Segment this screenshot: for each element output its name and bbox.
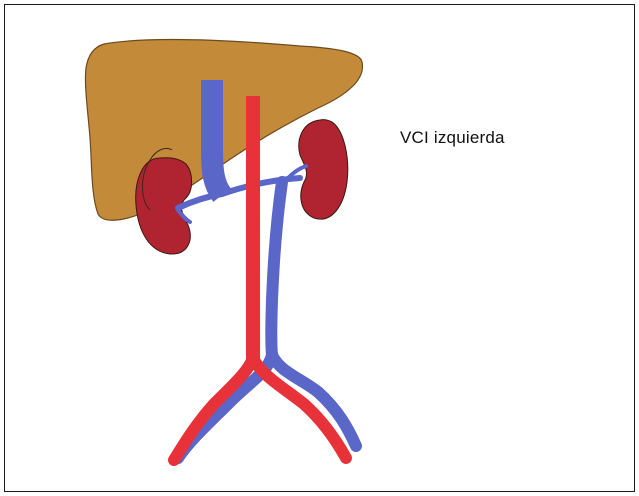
caption-label: VCI izquierda xyxy=(400,128,505,148)
left-sided-ivc xyxy=(271,182,282,355)
left-kidney xyxy=(299,120,348,220)
upper-ivc xyxy=(212,80,222,195)
left-iliac-vein xyxy=(272,355,356,446)
right-iliac-artery xyxy=(174,358,253,460)
left-renal-vein xyxy=(222,178,300,194)
